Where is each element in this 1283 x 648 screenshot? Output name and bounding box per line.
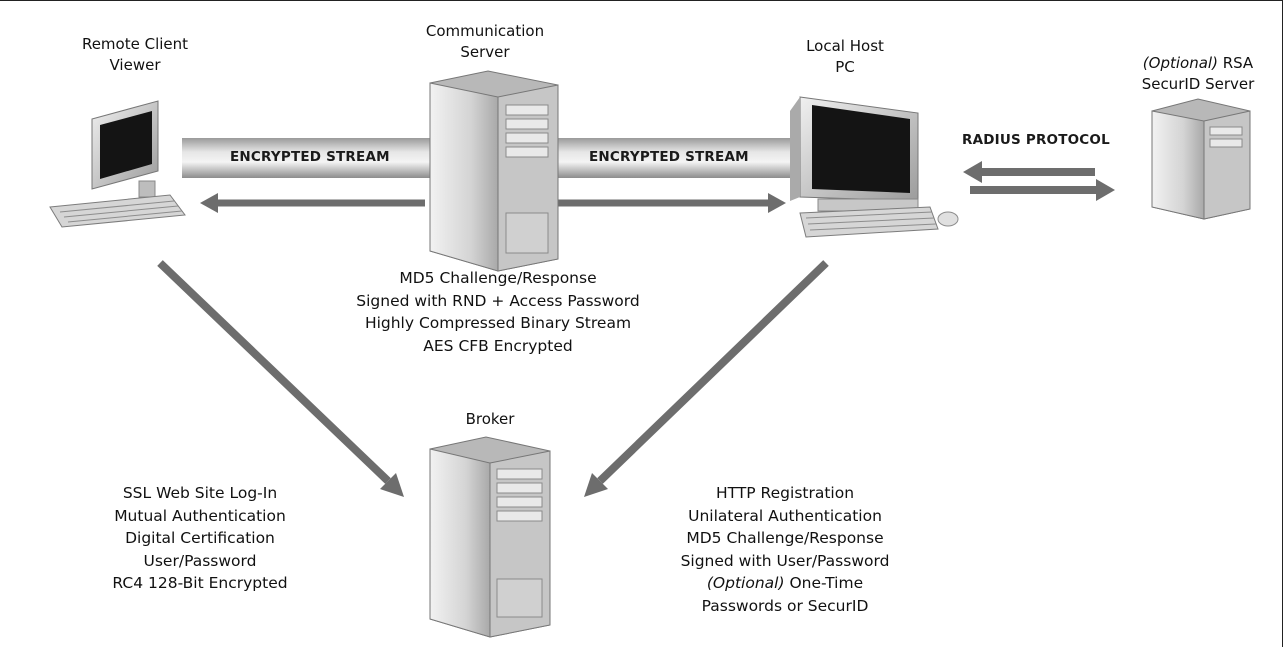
left-info-line: RC4 128-Bit Encrypted [112,574,288,592]
right-info-line: Passwords or SecurID [701,596,869,615]
broker-label: Broker [440,409,540,430]
remote-client-label: Remote Client Viewer [60,34,210,76]
stream-tube-left [182,138,432,178]
remote-client-label-line2: Viewer [109,56,161,74]
broker-tower-icon [429,436,551,638]
center-info-line: Highly Compressed Binary Stream [364,314,632,332]
left-info-block: SSL Web Site Log-In Mutual Authenticatio… [70,482,330,595]
communication-server-label-line2: Server [460,43,510,61]
remote-client-computer-icon [49,100,186,228]
remote-client-label-line1: Remote Client [81,35,189,53]
right-info-line: Signed with User/Password [680,551,890,570]
rsa-server-label-line1: (Optional) RSA [1118,53,1278,74]
right-info-line: MD5 Challenge/Response [686,529,884,547]
right-info-block: HTTP Registration Unilateral Authenticat… [650,482,920,617]
encrypted-stream-label-left: ENCRYPTED STREAM [230,149,390,165]
center-info-line: Signed with RND + Access Password [356,291,640,310]
local-host-label-line1: Local Host [806,37,884,55]
double-arrow-right [555,193,786,213]
communication-server-label-line1: Communication [425,22,545,40]
rsa-securid-server-tower-icon [1151,98,1251,220]
radius-protocol-label: RADIUS PROTOCOL [962,132,1110,148]
rsa-server-label: (Optional) RSA SecurID Server [1118,53,1278,95]
encrypted-stream-label-right: ENCRYPTED STREAM [589,149,749,165]
right-info-optional-line: (Optional) One-Time [650,572,920,595]
left-info-line: Mutual Authentication [114,506,286,525]
right-info-optional-prefix: (Optional) [706,574,785,592]
left-info-line: SSL Web Site Log-In [122,484,278,502]
center-info-line: MD5 Challenge/Response [399,269,597,287]
right-info-line: HTTP Registration [715,484,855,502]
center-info-line: AES CFB Encrypted [423,336,573,355]
rsa-server-label-line2: SecurID Server [1141,75,1255,93]
radius-arrows [963,161,1115,201]
left-info-line: Digital Certification [125,529,275,547]
rsa-label-rest: RSA [1217,54,1254,72]
communication-server-label: Communication Server [405,21,565,63]
local-host-pc-icon [790,96,959,238]
double-arrow-left [200,193,425,213]
rsa-optional-prefix: (Optional) [1142,54,1218,72]
stream-tube-right [552,138,800,178]
arrow-client-to-broker [157,260,404,497]
right-info-line: Unilateral Authentication [688,506,882,525]
left-info-line: User/Password [143,551,257,570]
local-host-label-line2: PC [835,58,855,76]
right-info-optional-rest: One-Time [784,574,864,592]
center-info-block: MD5 Challenge/Response Signed with RND +… [338,267,658,357]
broker-label-text: Broker [465,410,515,428]
arrow-host-to-broker [584,260,829,497]
local-host-label: Local Host PC [790,36,900,78]
communication-server-tower-icon [429,70,559,272]
